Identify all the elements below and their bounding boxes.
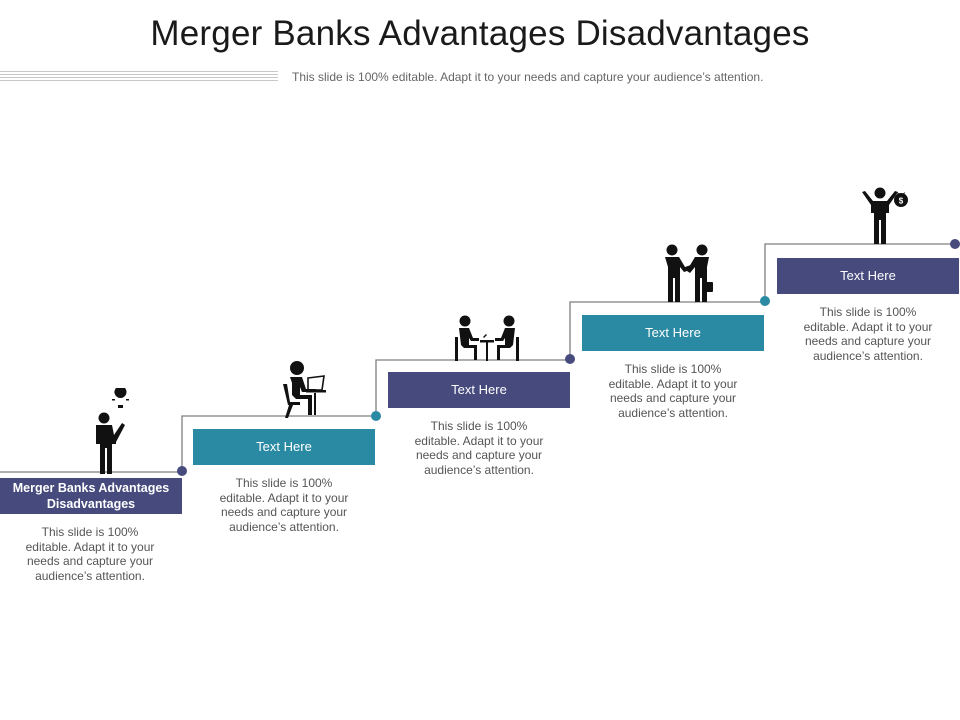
handshake-icon — [665, 244, 713, 302]
laptop-worker-icon — [283, 361, 326, 418]
step-2-description: This slide is 100% editable. Adapt it to… — [219, 476, 349, 534]
stair-line-1 — [0, 415, 376, 473]
step-5-label: Text Here — [777, 258, 959, 294]
stair-line-4 — [764, 243, 955, 302]
step-2-label: Text Here — [193, 429, 375, 465]
money-success-icon: $ — [862, 187, 908, 244]
step-4-label: Text Here — [582, 315, 764, 351]
step-3-description: This slide is 100% editable. Adapt it to… — [414, 419, 544, 477]
step-dot-2 — [371, 411, 381, 421]
step-4-description: This slide is 100% editable. Adapt it to… — [608, 362, 738, 420]
step-dot-3 — [565, 354, 575, 364]
title-divider — [0, 71, 278, 82]
stair-line-2 — [375, 359, 570, 416]
step-5-description: This slide is 100% editable. Adapt it to… — [803, 305, 933, 363]
step-1-description: This slide is 100% editable. Adapt it to… — [25, 525, 155, 583]
step-1-label: Merger Banks Advantages Disadvantages — [0, 478, 182, 514]
step-dot-5 — [950, 239, 960, 249]
step-3-label: Text Here — [388, 372, 570, 408]
slide-title: Merger Banks Advantages Disadvantages — [150, 14, 810, 53]
step-dot-4 — [760, 296, 770, 306]
svg-text:$: $ — [899, 197, 904, 206]
slide-subtitle: This slide is 100% editable. Adapt it to… — [292, 70, 764, 84]
step-dot-1 — [177, 466, 187, 476]
meeting-icon — [455, 315, 519, 361]
idea-person-icon — [96, 388, 129, 474]
